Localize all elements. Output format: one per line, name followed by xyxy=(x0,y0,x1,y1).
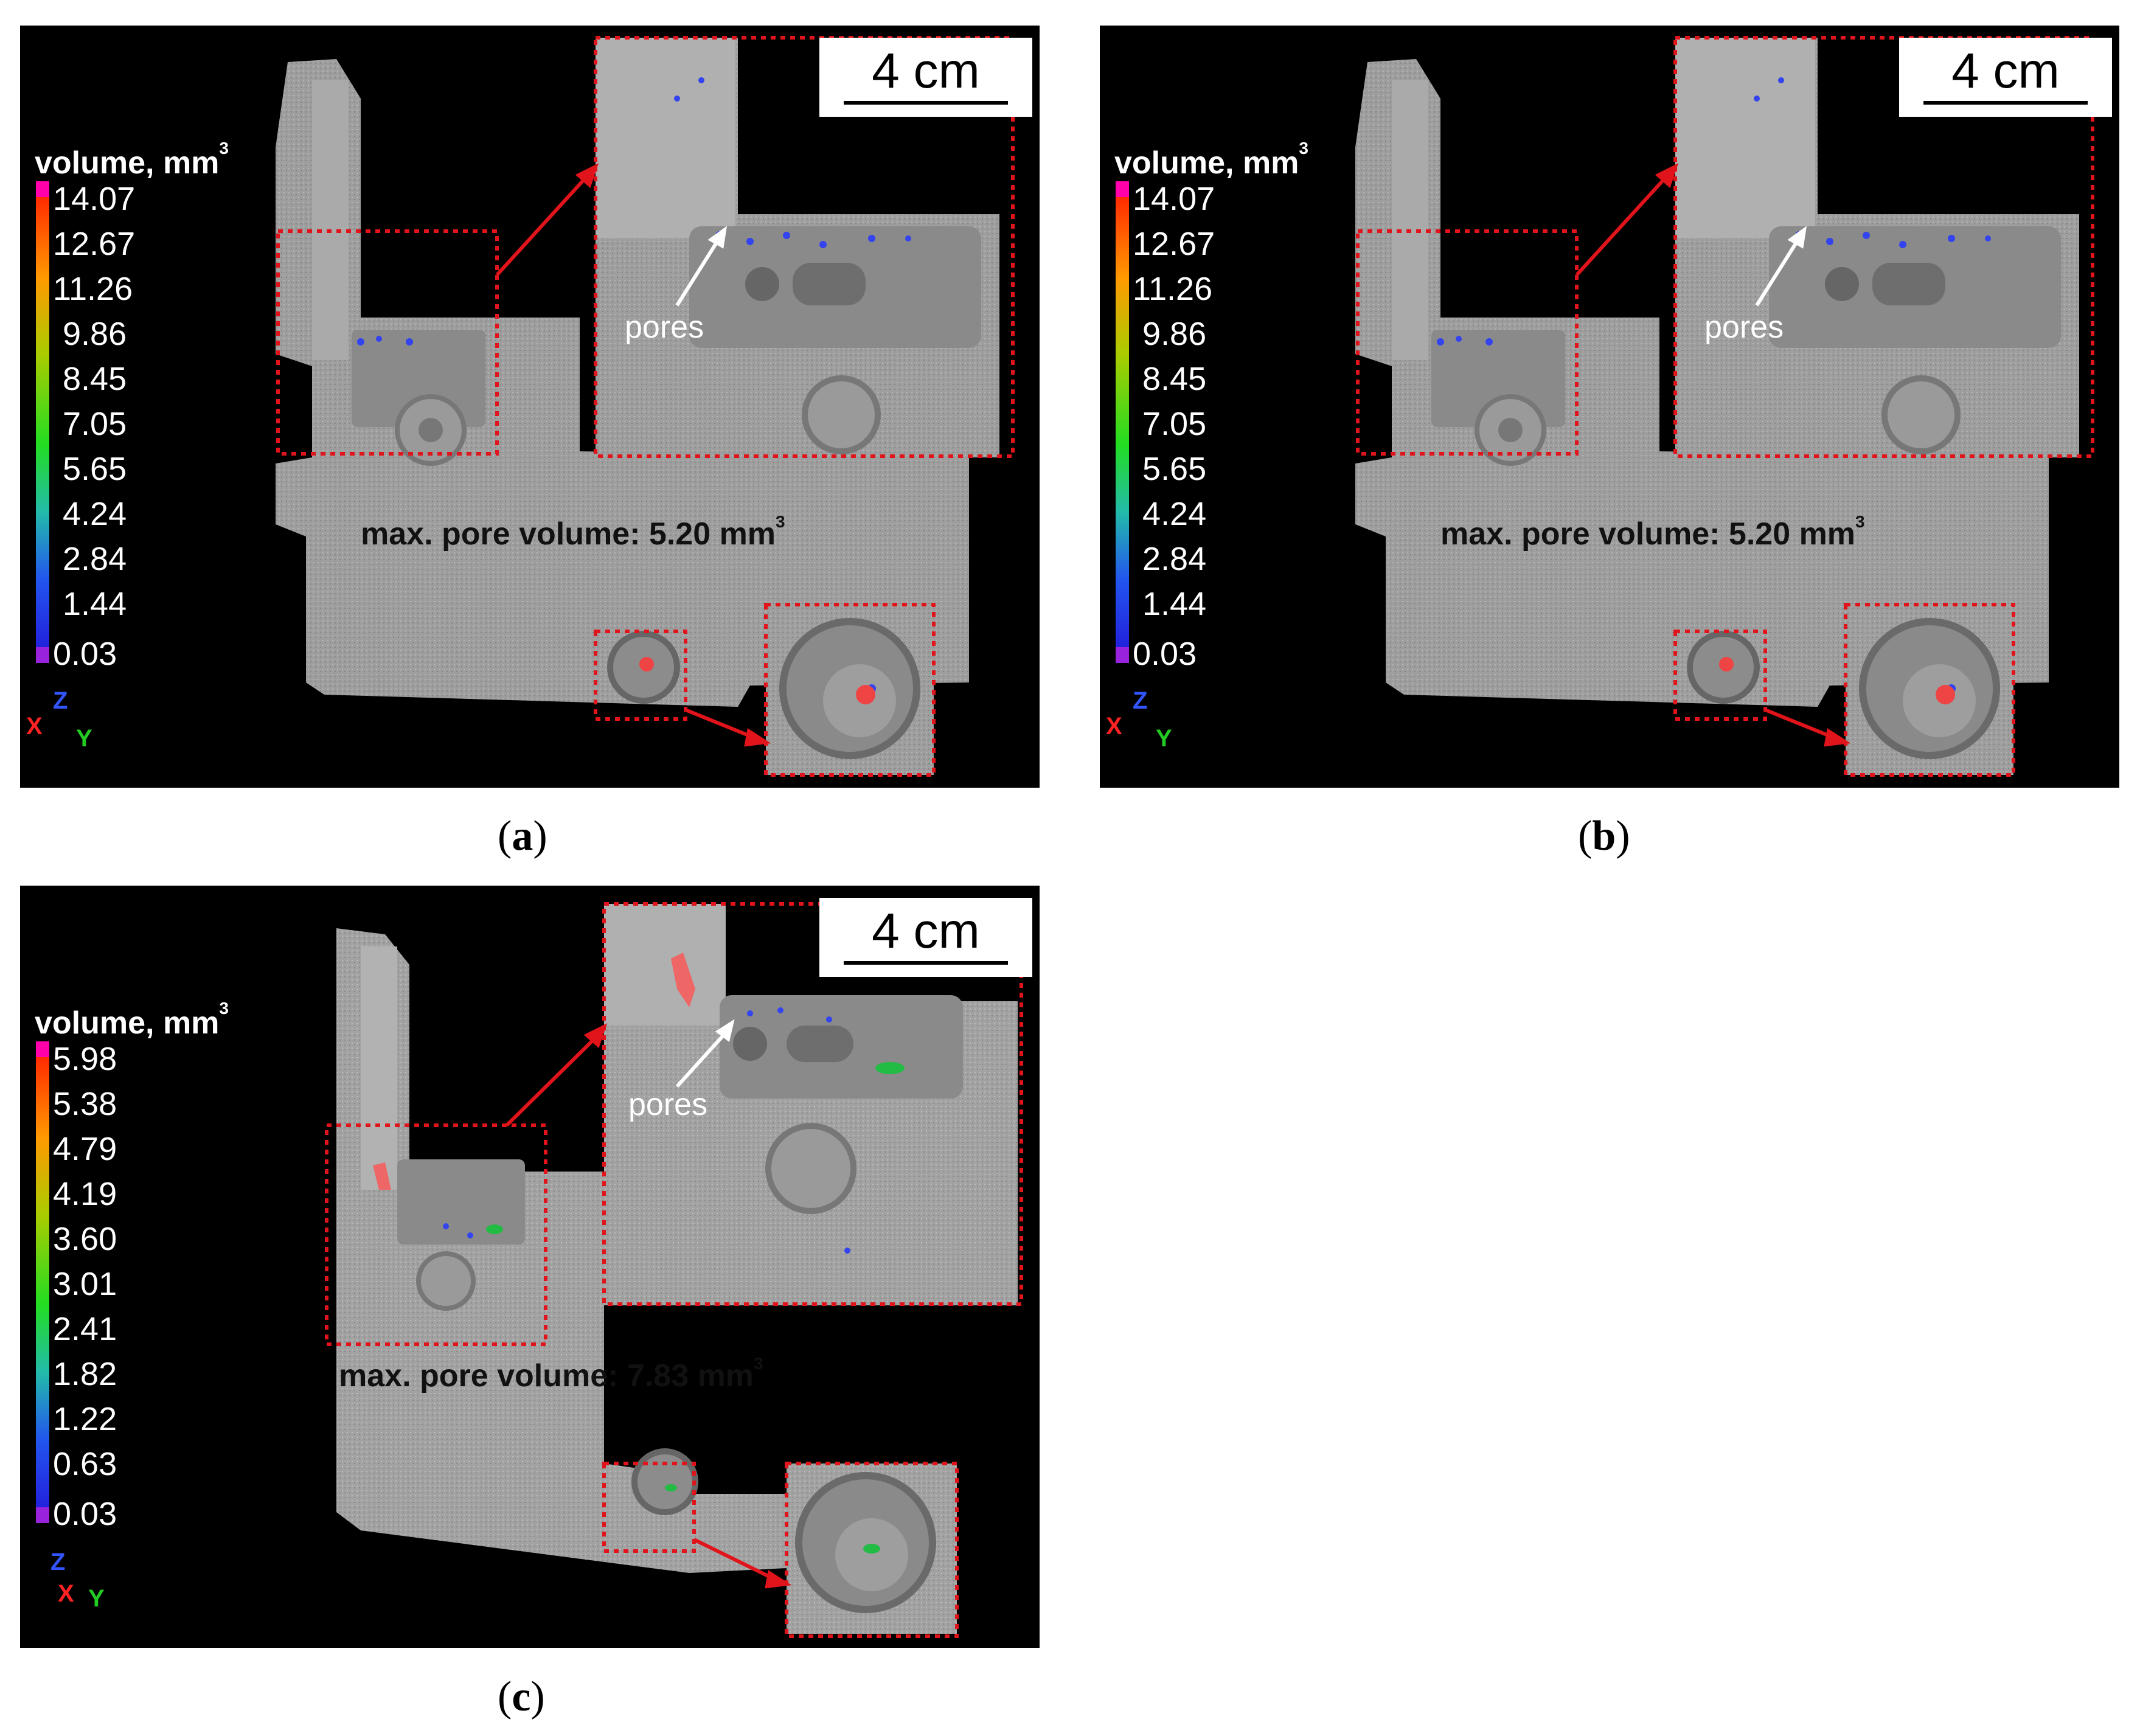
scale-bar: 4 cm xyxy=(819,38,1032,117)
scale-bar: 4 cm xyxy=(1899,38,2112,117)
axis-y-label: Y xyxy=(76,725,92,752)
max-pore-volume: max. pore volume: 5.20 mm3 xyxy=(361,512,785,552)
scale-bar-line xyxy=(844,101,1008,105)
colorbar-cap-bottom xyxy=(36,1507,49,1523)
max-pore-volume: max. pore volume: 5.20 mm3 xyxy=(1440,512,1865,552)
colorbar-title: volume, mm3 xyxy=(35,139,229,181)
scale-bar-line xyxy=(1923,101,2088,105)
colorbar-label: 8.45 xyxy=(63,361,127,397)
colorbar-label: 5.38 xyxy=(53,1086,117,1122)
colorbar xyxy=(36,1057,49,1507)
axis-y-label: Y xyxy=(1156,725,1172,752)
axis-z-label: Z xyxy=(50,1549,66,1575)
colorbar-label: 0.03 xyxy=(53,636,117,672)
panel-c: volume, mm3 5.98 5.38 4.79 4.19 3.60 3.0… xyxy=(20,886,1040,1648)
colorbar-label: 1.22 xyxy=(53,1401,117,1437)
colorbar-label: 2.84 xyxy=(1142,541,1207,577)
colorbar-cap-bottom xyxy=(36,647,49,663)
colorbar-cap-top xyxy=(1116,181,1129,197)
colorbar-label: 4.24 xyxy=(63,496,127,532)
colorbar-label: 1.44 xyxy=(63,586,127,622)
scale-bar-label: 4 cm xyxy=(872,903,980,959)
scale-bar-line xyxy=(844,961,1008,965)
colorbar-title: volume, mm3 xyxy=(35,999,229,1041)
caption-c: (c) xyxy=(498,1673,545,1720)
colorbar-label: 1.44 xyxy=(1142,586,1207,622)
colorbar-label: 5.65 xyxy=(1142,451,1207,487)
colorbar-label: 14.07 xyxy=(1133,181,1215,217)
part-body xyxy=(336,928,811,1573)
axis-y-label: Y xyxy=(88,1585,105,1612)
colorbar xyxy=(1116,197,1129,647)
colorbar-label: 0.03 xyxy=(1133,636,1197,672)
ct-render-a xyxy=(276,36,1015,777)
colorbar-label: 0.63 xyxy=(53,1446,117,1482)
scale-bar-label: 4 cm xyxy=(1951,43,2060,99)
axis-x-label: X xyxy=(26,713,43,740)
inner-rail xyxy=(312,80,349,360)
scale-bar: 4 cm xyxy=(819,898,1032,977)
scale-bar-label: 4 cm xyxy=(872,43,980,99)
colorbar-label: 3.60 xyxy=(53,1221,117,1257)
axis-x-label: X xyxy=(1106,713,1122,740)
colorbar-label: 5.98 xyxy=(53,1041,117,1077)
colorbar-label: 3.01 xyxy=(53,1266,117,1302)
colorbar-label: 7.05 xyxy=(1142,406,1207,442)
colorbar-label: 8.45 xyxy=(1142,361,1207,397)
colorbar-label: 1.82 xyxy=(53,1356,117,1392)
pores-label: pores xyxy=(1704,310,1784,345)
pores-label: pores xyxy=(625,310,704,345)
colorbar-label: 4.79 xyxy=(53,1131,117,1167)
colorbar xyxy=(36,197,49,647)
ct-render-b xyxy=(1355,36,2094,777)
colorbar-label: 4.19 xyxy=(53,1176,117,1212)
colorbar-cap-top xyxy=(36,181,49,197)
colorbar-label: 11.26 xyxy=(53,271,133,307)
colorbar-label: 12.67 xyxy=(1133,226,1215,262)
axis-z-label: Z xyxy=(53,687,68,714)
colorbar-cap-bottom xyxy=(1116,647,1129,663)
colorbar-title: volume, mm3 xyxy=(1114,139,1308,181)
pores-label: pores xyxy=(628,1087,708,1122)
colorbar-label: 14.07 xyxy=(53,181,136,217)
part-body xyxy=(276,59,969,707)
colorbar-label: 2.41 xyxy=(53,1311,117,1347)
axis-x-label: X xyxy=(58,1580,74,1607)
panel-b: volume, mm3 14.07 12.67 11.26 9.86 8.45 … xyxy=(1100,26,2119,788)
colorbar-label: 9.86 xyxy=(1142,316,1207,352)
colorbar-cap-top xyxy=(36,1041,49,1057)
colorbar-label: 0.03 xyxy=(53,1496,117,1532)
colorbar-label: 11.26 xyxy=(1133,271,1213,307)
colorbar-label: 12.67 xyxy=(53,226,136,262)
part-body xyxy=(1355,59,2049,707)
colorbar-label: 4.24 xyxy=(1142,496,1207,532)
colorbar-label: 7.05 xyxy=(63,406,127,442)
colorbar-label: 2.84 xyxy=(63,541,127,577)
caption-a: (a) xyxy=(498,813,547,859)
max-pore-volume: max. pore volume: 7.83 mm3 xyxy=(339,1354,763,1394)
caption-b: (b) xyxy=(1578,813,1630,859)
colorbar-label: 5.65 xyxy=(63,451,127,487)
colorbar-label: 9.86 xyxy=(63,316,127,352)
axis-z-label: Z xyxy=(1133,687,1148,714)
panel-a: volume, mm3 14.07 12.67 11.26 9.86 8.45 … xyxy=(20,26,1040,788)
